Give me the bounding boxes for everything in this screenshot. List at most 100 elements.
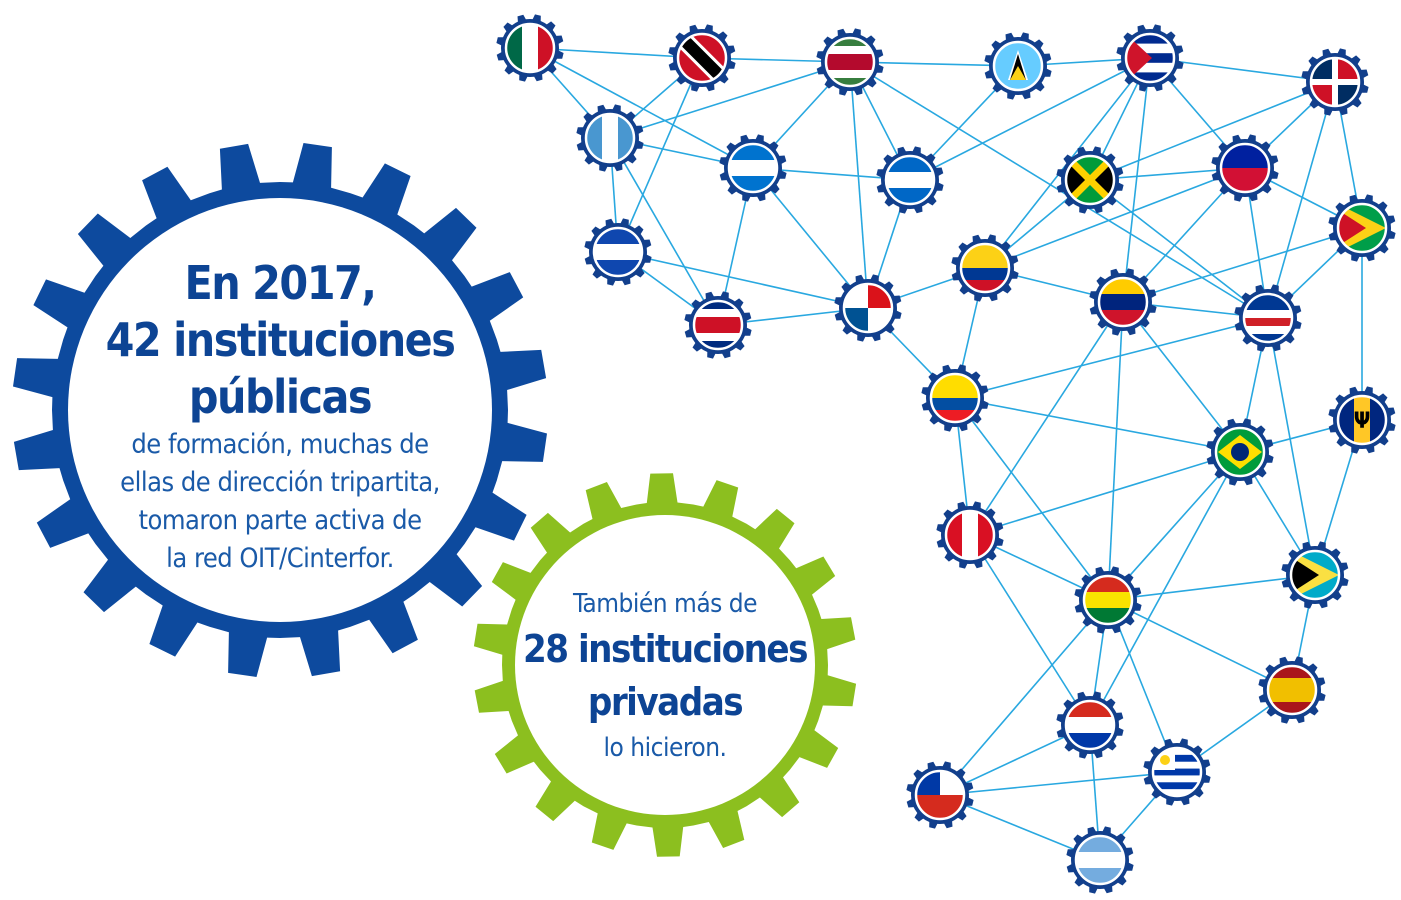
connection-line (609, 137, 719, 326)
flag-saint-lucia-node (984, 32, 1052, 100)
flag-mexico-node (496, 14, 564, 82)
flag-dominican-republic-node (1301, 48, 1369, 116)
connection-line (617, 251, 869, 309)
connection-line (969, 451, 1241, 536)
node-ring (1289, 549, 1341, 601)
svg-text:Ψ: Ψ (1354, 409, 1371, 434)
connection-line (609, 61, 851, 139)
connection-line (1107, 599, 1293, 691)
connection-line (1122, 301, 1241, 453)
flag-saint-lucia-icon (994, 42, 1042, 90)
flag-cabo-verde-icon (1244, 294, 1292, 342)
node-ring (1242, 292, 1294, 344)
connection-line (529, 47, 754, 169)
flag-guyana-icon (1338, 204, 1386, 252)
headline-line: En 2017, (184, 256, 377, 310)
connection-line (969, 534, 1091, 726)
intro-line: También más de (572, 589, 758, 619)
flag-jamaica-node (1056, 146, 1124, 214)
blue-gear-center (68, 198, 492, 622)
node-ring (944, 509, 996, 561)
body-line: de formación, muchas de (131, 429, 429, 460)
node-ring (884, 154, 936, 206)
connection-line (1122, 57, 1151, 303)
connection-line (1089, 81, 1336, 181)
node-ring (1064, 699, 1116, 751)
node-ring (1309, 56, 1361, 108)
node-ring (929, 372, 981, 424)
flag-barbados-node: Ψ (1328, 386, 1396, 454)
node-ring (504, 22, 556, 74)
flag-uruguay-node (1143, 738, 1211, 806)
flag-panama-node (834, 274, 902, 342)
public-institutions-text: En 2017, 42 instituciones públicas de fo… (80, 255, 480, 578)
connection-line (954, 397, 1241, 453)
flag-honduras-node (719, 134, 787, 202)
flag-argentina-node (1066, 826, 1134, 894)
flag-chile-node (906, 761, 974, 829)
flag-cuba-node (1116, 24, 1184, 92)
flag-cabo-verde-node (1234, 284, 1302, 352)
connection-line (1107, 574, 1316, 601)
flag-trinidad-tobago-icon (678, 34, 726, 82)
node-ring (692, 299, 744, 351)
flag-suriname-node (816, 28, 884, 96)
connection-line (939, 599, 1109, 796)
flag-guatemala-node (576, 104, 644, 172)
flag-spain-node (1258, 656, 1326, 724)
private-institutions-text: También más de 28 instituciones privadas… (505, 585, 825, 767)
flag-ecuador-node (921, 364, 989, 432)
flag-paraguay-node (1056, 691, 1124, 759)
connection-line (984, 167, 1246, 269)
flag-jamaica-icon (1066, 156, 1114, 204)
node-ring (1336, 394, 1388, 446)
headline-line: 42 instituciones (105, 313, 456, 367)
node-ring (1097, 276, 1149, 328)
node-ring (584, 112, 636, 164)
body-line: tomaron parte activa de (138, 505, 422, 536)
connection-line (617, 57, 703, 253)
node-ring (959, 242, 1011, 294)
connection-line (1267, 317, 1316, 576)
node-ring (592, 226, 644, 278)
node-ring (842, 282, 894, 334)
connection-line (849, 61, 869, 309)
node-ring (1124, 32, 1176, 84)
flag-uruguay-icon (1153, 748, 1201, 796)
node-ring (914, 769, 966, 821)
node-ring (1266, 664, 1318, 716)
flag-costa-rica-node (684, 291, 752, 359)
flag-cuba-icon (1126, 34, 1174, 82)
connection-line (1267, 81, 1336, 319)
node-ring (1214, 426, 1266, 478)
node-ring (727, 142, 779, 194)
flag-trinidad-tobago-node (668, 24, 736, 92)
flag-suriname-icon (826, 38, 874, 86)
node-ring (1151, 746, 1203, 798)
connection-line (1107, 301, 1124, 601)
connection-line (1089, 179, 1269, 319)
body-line: ellas de dirección tripartita, (120, 467, 440, 498)
flag-costa-rica-icon (694, 301, 742, 349)
flag-haiti-node (1211, 134, 1279, 202)
node-ring (1082, 574, 1134, 626)
connection-line (969, 301, 1124, 536)
headline-line: públicas (188, 370, 373, 424)
node-ring (1219, 142, 1271, 194)
node-ring (1074, 834, 1126, 886)
green-gear-center (515, 515, 815, 815)
outro-line: lo hicieron. (603, 733, 727, 763)
flag-nicaragua-node (876, 146, 944, 214)
flag-guyana-node (1328, 194, 1396, 262)
flag-brazil-node (1206, 418, 1274, 486)
connection-line (1122, 227, 1363, 303)
flag-bahamas-icon (1291, 551, 1339, 599)
node-ring (676, 32, 728, 84)
flag-bahamas-node (1281, 541, 1349, 609)
flag-colombia-node (951, 234, 1019, 302)
connection-line (1089, 451, 1241, 726)
flag-brazil-icon (1216, 428, 1264, 476)
headline-line: privadas (587, 680, 744, 724)
node-ring (992, 40, 1044, 92)
